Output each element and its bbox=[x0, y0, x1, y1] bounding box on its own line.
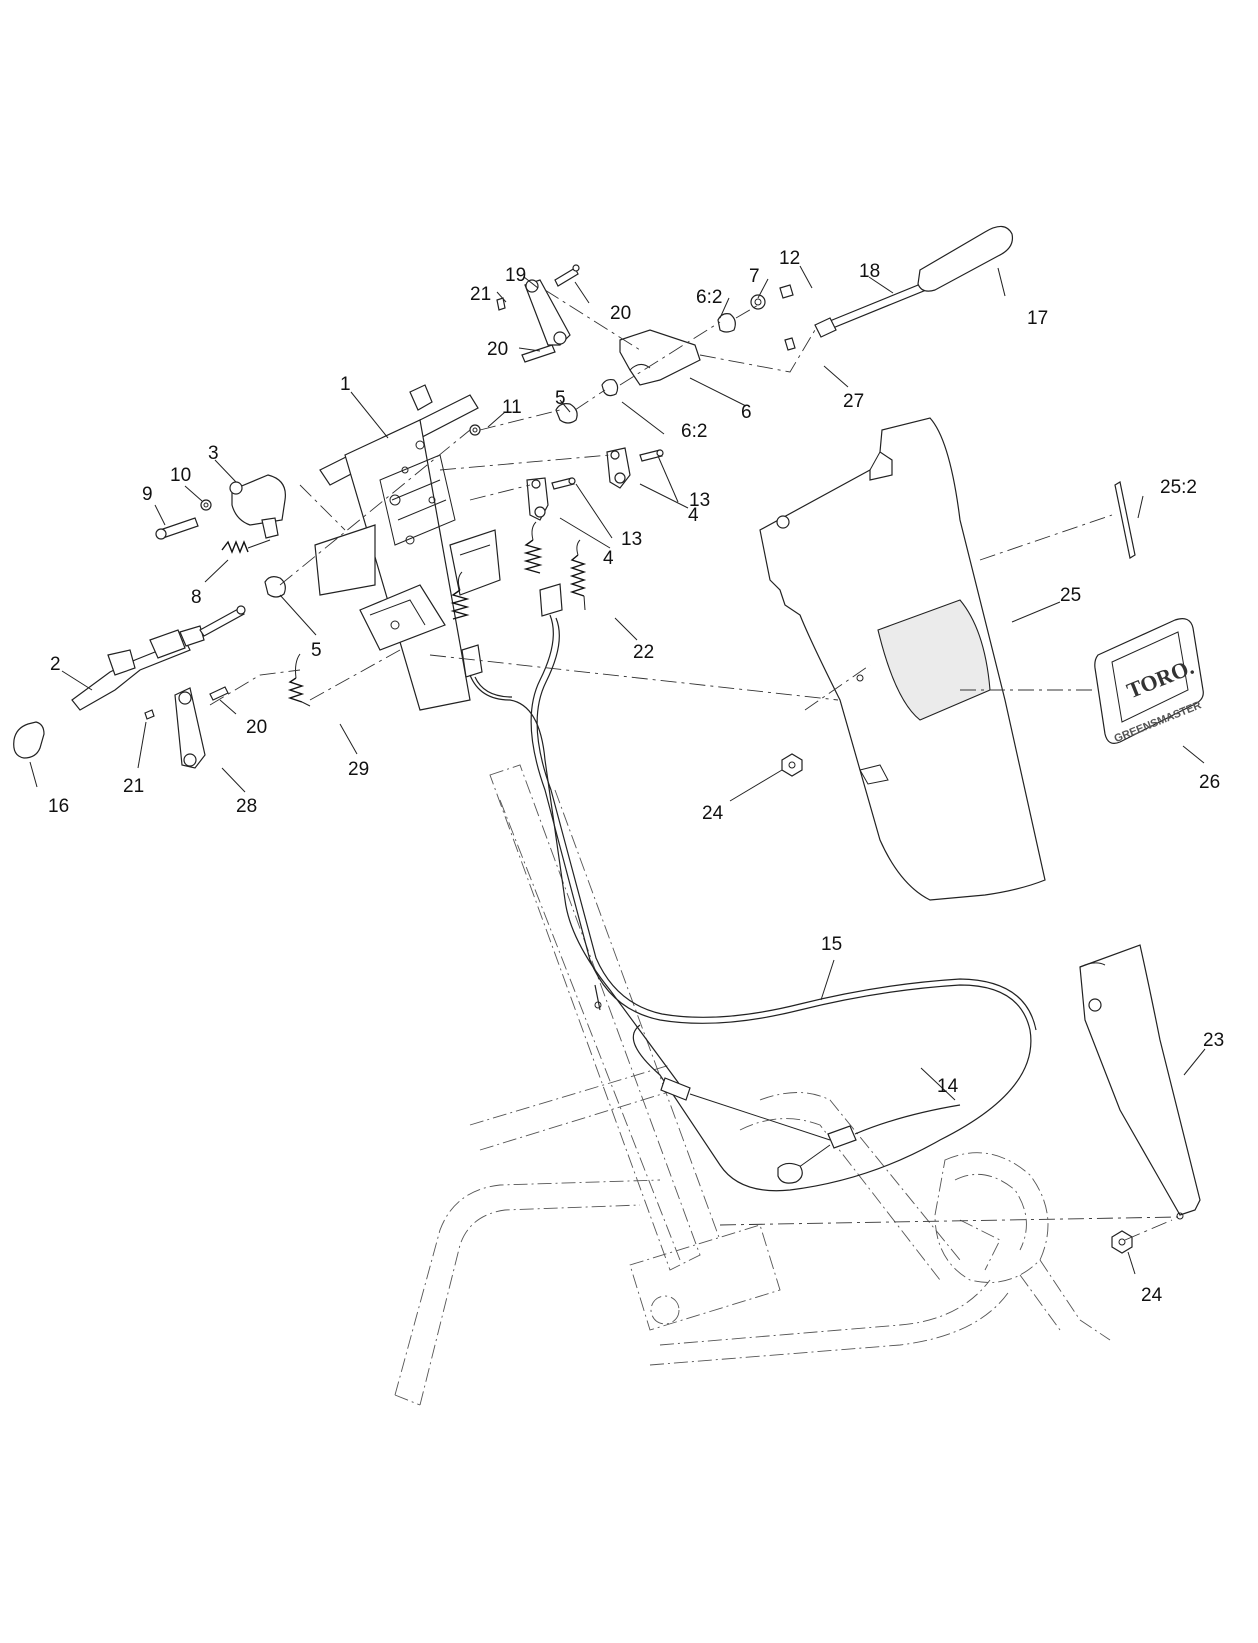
callout-19: 19 bbox=[505, 265, 526, 286]
callout-numbers: 1 2 3 4 4 5 5 6 6:2 6:2 7 8 9 10 11 12 1… bbox=[48, 248, 1224, 1306]
callout-11: 11 bbox=[502, 397, 522, 418]
callout-8: 8 bbox=[191, 587, 202, 608]
pivot-levers bbox=[526, 447, 664, 521]
lever-assembly bbox=[13, 605, 246, 769]
callout-12: 12 bbox=[779, 248, 800, 269]
callout-6-2-lower: 6:2 bbox=[681, 421, 707, 442]
callout-15: 15 bbox=[821, 934, 842, 955]
callout-16: 16 bbox=[48, 796, 69, 817]
callout-25: 25 bbox=[1060, 585, 1081, 606]
callout-21-low: 21 bbox=[123, 776, 144, 797]
callout-2: 2 bbox=[50, 654, 61, 675]
callout-6: 6 bbox=[741, 402, 752, 423]
callout-28: 28 bbox=[236, 796, 257, 817]
callout-20-low: 20 bbox=[246, 717, 267, 738]
callout-23: 23 bbox=[1203, 1030, 1224, 1051]
callout-5-upper: 5 bbox=[555, 388, 566, 409]
decal-logo: TORO. GREENSMASTER bbox=[1094, 481, 1204, 745]
bushings bbox=[264, 403, 578, 598]
callout-6-2-upper: 6:2 bbox=[696, 287, 722, 308]
callout-4-left: 4 bbox=[603, 548, 614, 569]
nuts bbox=[781, 753, 1133, 1254]
machine-frame-phantom bbox=[394, 764, 1111, 1406]
callout-3: 3 bbox=[208, 443, 219, 464]
alignment-lines bbox=[209, 289, 1179, 1241]
cables bbox=[461, 583, 1037, 1192]
side-strip bbox=[1079, 944, 1201, 1220]
callout-25-2: 25:2 bbox=[1160, 477, 1197, 498]
callout-17: 17 bbox=[1027, 308, 1048, 329]
callout-21-top: 21 bbox=[470, 284, 491, 305]
springs bbox=[287, 521, 587, 707]
callout-26: 26 bbox=[1199, 772, 1220, 793]
callout-4-right: 4 bbox=[688, 505, 699, 526]
callout-24-left: 24 bbox=[702, 803, 724, 824]
callout-27: 27 bbox=[843, 391, 864, 412]
callout-20-top: 20 bbox=[610, 303, 631, 324]
callout-1: 1 bbox=[340, 374, 351, 395]
callout-13-right: 13 bbox=[689, 490, 710, 511]
callout-5-lower: 5 bbox=[311, 640, 322, 661]
callout-20-mid: 20 bbox=[487, 339, 508, 360]
cover-panel bbox=[759, 417, 1046, 901]
callout-24-right: 24 bbox=[1141, 1285, 1163, 1306]
callout-29: 29 bbox=[348, 759, 369, 780]
callout-22: 22 bbox=[633, 642, 654, 663]
part-3-bracket bbox=[155, 474, 286, 554]
leader-lines bbox=[29, 265, 1206, 1275]
callout-10: 10 bbox=[170, 465, 191, 486]
callout-18: 18 bbox=[859, 261, 880, 282]
upper-linkage bbox=[496, 225, 1014, 397]
control-bracket bbox=[314, 384, 501, 711]
callout-9: 9 bbox=[142, 484, 153, 505]
callout-7: 7 bbox=[749, 266, 760, 287]
callout-13-left: 13 bbox=[621, 529, 642, 550]
callout-14: 14 bbox=[937, 1076, 959, 1097]
